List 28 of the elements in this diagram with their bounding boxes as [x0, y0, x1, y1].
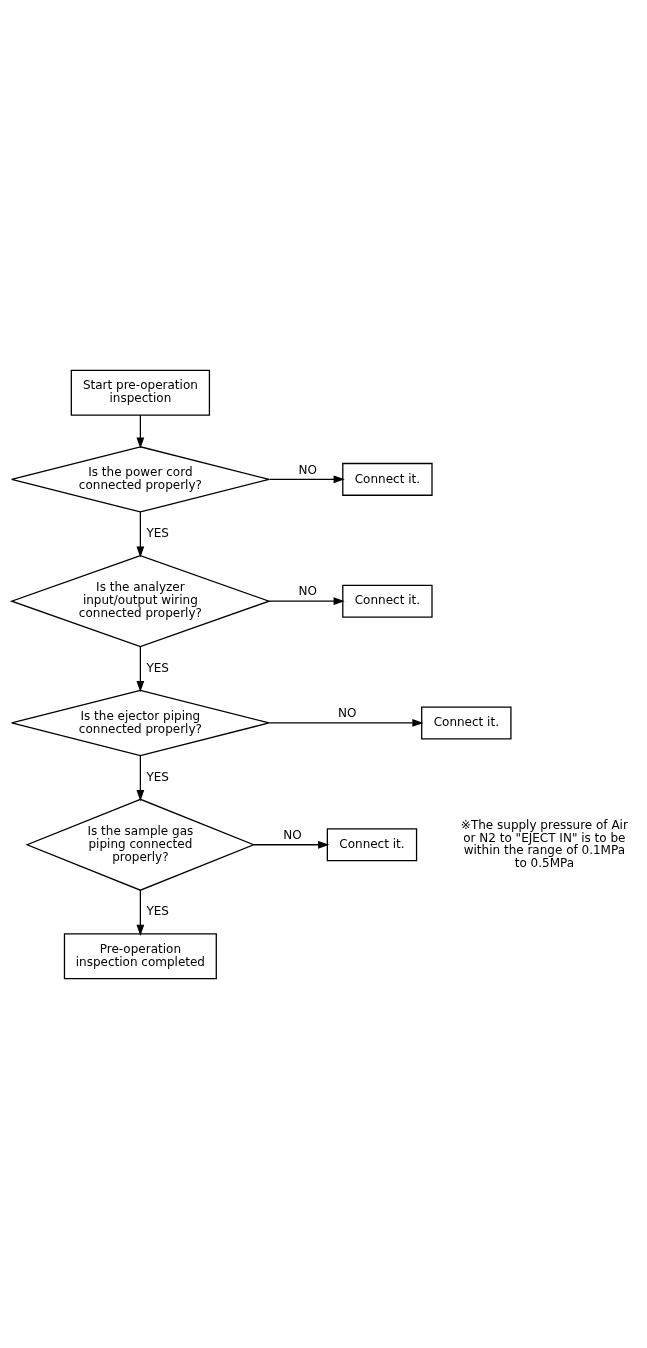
arrow — [136, 889, 145, 936]
arrow — [268, 474, 345, 483]
edge-label: NO — [338, 705, 357, 720]
edge-label: YES — [146, 525, 169, 540]
edge-label: NO — [298, 583, 318, 598]
label: ※The supply pressure of Air or N2 to "EJECT IN" is to be within the range of 0.1MPa to 0.5MPa — [460, 817, 628, 870]
node-diamond: Is the ejector piping connected properly? — [11, 689, 270, 756]
arrow — [136, 414, 145, 449]
arrow — [268, 596, 345, 605]
node-diamond: Is the power cord connected properly? — [11, 445, 270, 513]
arrow — [136, 754, 145, 801]
arrow — [253, 840, 330, 849]
edge-label: YES — [146, 903, 169, 918]
edge-label: YES — [146, 769, 169, 784]
node-box: Connect it. — [326, 827, 418, 861]
arrow — [136, 645, 145, 692]
node-box: Pre-operation inspection completed — [63, 932, 217, 979]
node-diamond: Is the sample gas piping connected properly? — [25, 798, 256, 891]
edge-label: YES — [146, 660, 169, 675]
node-box: Connect it. — [342, 584, 433, 618]
edge-label: NO — [298, 462, 318, 477]
edge-label: NO — [283, 827, 302, 842]
node-box: Connect it. — [421, 705, 512, 739]
arrow — [268, 718, 424, 727]
arrow — [136, 510, 145, 558]
node-box: Start pre-operation inspection — [70, 369, 211, 416]
node-diamond: Is the analyzer input/output wiring connected properly? — [9, 554, 271, 647]
node-box: Connect it. — [342, 462, 433, 496]
